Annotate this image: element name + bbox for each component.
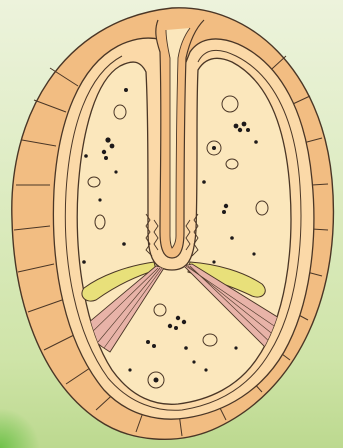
corner-glow (0, 408, 40, 448)
